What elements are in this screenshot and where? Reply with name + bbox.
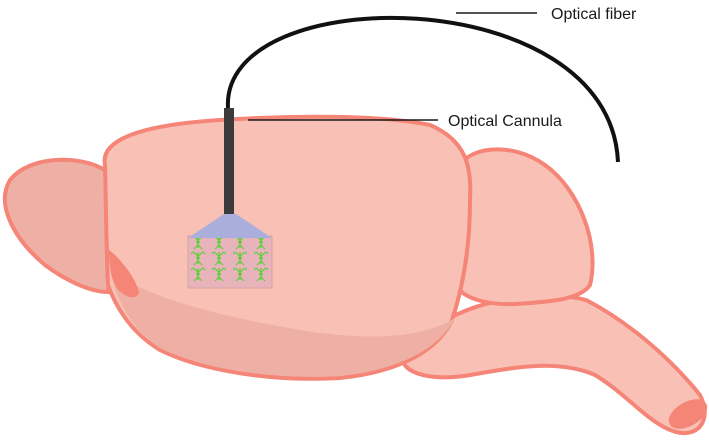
brainstem [400,293,707,436]
neuron-soma [238,240,242,244]
optical-fiber [225,15,620,163]
neuron-soma [217,240,221,244]
neuron-soma [259,272,263,276]
cerebrum-shadow [110,270,455,377]
neuron-soma [259,240,263,244]
neuron-icon [190,251,206,266]
neuron-soma [217,256,221,260]
neuron-soma [259,256,263,260]
neuron-icon [190,267,206,282]
light-cone [188,214,272,238]
optical-fiber-label: Optical fiber [551,6,637,23]
neuron-soma [196,256,200,260]
optical-cannula [224,108,234,214]
neuron-soma [238,256,242,260]
neuron-soma [196,240,200,244]
optical-cannula-label: Optical Cannula [448,113,562,130]
brainstem-end [668,399,708,429]
neuron-icon [253,267,269,282]
olfactory-notch [108,249,140,298]
neuron-icon [211,251,227,266]
neuron-soma [196,272,200,276]
neuron-icon [232,267,248,282]
neuron-soma [217,272,221,276]
olfactory-bulb [3,157,113,295]
neuron-icon [211,267,227,282]
neuron-soma [238,272,242,276]
neuron-icon [232,251,248,266]
neuron-icon [253,251,269,266]
